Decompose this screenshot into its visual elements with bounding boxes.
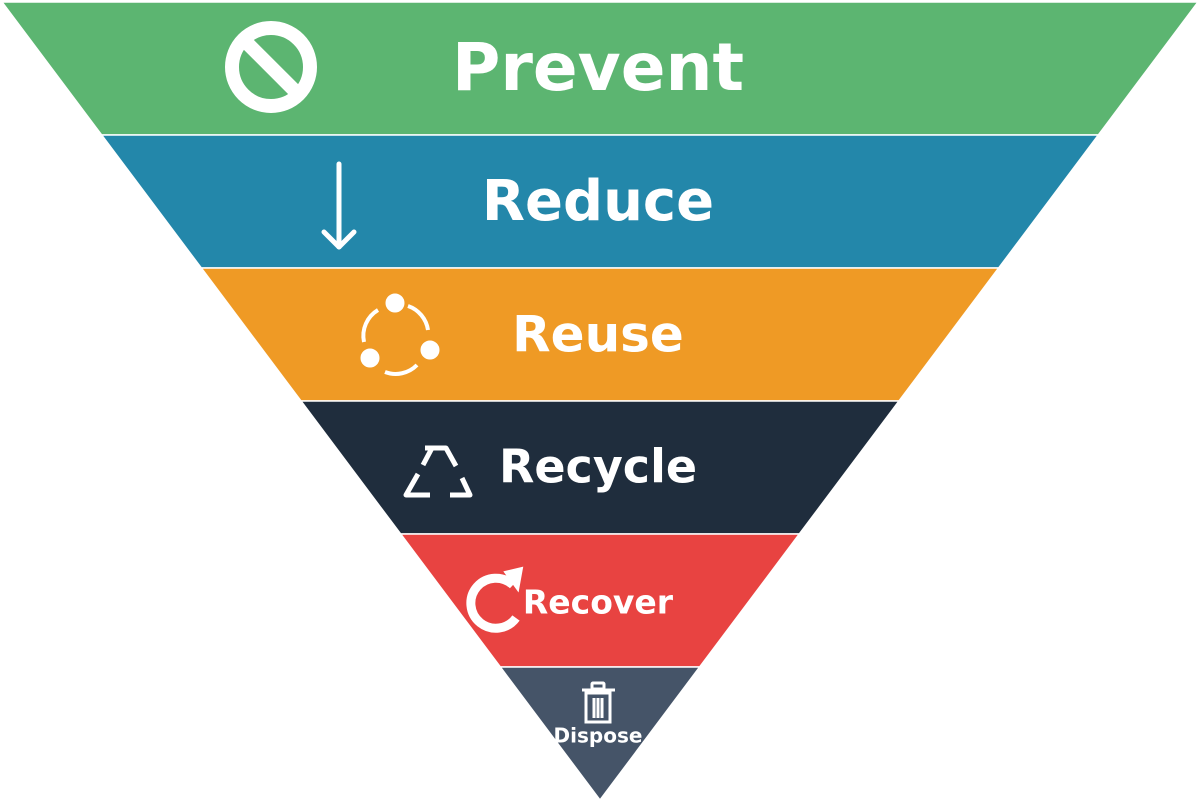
prevent-icon [225,21,317,113]
recycle-icon [403,445,473,498]
level-label-reuse: Reuse [512,306,684,364]
level-label-dispose: Dispose [554,724,643,748]
level-band-dispose [498,666,702,800]
level-label-recover: Recover [523,583,674,622]
cycle-icon [360,293,440,376]
level-label-reduce: Reduce [482,169,714,234]
refresh-icon [466,566,524,633]
level-label-recycle: Recycle [499,440,697,494]
trash-icon [582,681,615,724]
arrow-down-icon [321,161,357,250]
level-label-prevent: Prevent [452,29,744,106]
